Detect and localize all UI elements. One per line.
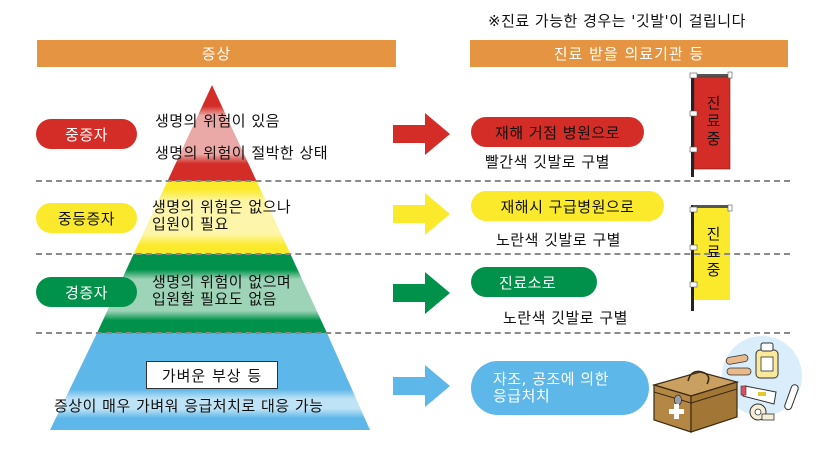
symptom-text: 생명의 위험이 없으며 [152,273,292,291]
destination-minor-line: 응급처치 [493,387,551,405]
destination-severe: 재해 거점 병원으로 [471,117,644,147]
destination-mild: 진료소로 [471,267,597,297]
yellow-flag-text: 진료중 [704,226,722,280]
divider [36,332,790,334]
header-symptoms: 증상 [37,40,396,67]
arrow-moderate-icon [393,193,450,235]
flag-note-moderate: 노란색 깃발로 구별 [496,231,621,249]
red-flag-text: 진료중 [704,95,722,149]
red-flag-icon [689,71,733,177]
header-facility: 진료 받을 의료기관 등 [470,40,788,67]
level-label-mild: 경증자 [36,277,137,307]
destination-minor: 자조, 공조에 의한 응급처치 [471,361,649,415]
divider [36,253,790,255]
symptom-text: 증상이 매우 가벼워 응급처치로 대응 가능 [54,397,324,415]
pyramid-band-mild [97,254,327,333]
flag-note-severe: 빨간색 깃발로 구별 [485,153,610,171]
pyramid-band-moderate [133,181,291,254]
arrow-severe-icon [393,113,450,155]
symptom-text: 생명의 위험은 없으나 [152,198,292,216]
level-label-severe: 중증자 [36,119,137,149]
destination-moderate: 재해시 구급병원으로 [471,191,664,221]
symptom-text: 입원할 필요도 없음 [152,290,277,308]
symptom-text: 입원이 필요 [152,215,229,233]
flag-note-header: ※진료 가능한 경우는 '깃발'이 걸립니다 [488,12,746,30]
pyramid-band-severe [167,85,257,181]
arrow-mild-icon [393,272,450,314]
level-label-minor: 가벼운 부상 등 [146,361,278,389]
symptom-text: 생명의 위험이 있음 [155,112,280,130]
first-aid-kit-icon [651,336,802,433]
level-label-moderate: 중등증자 [36,203,137,233]
divider [36,180,790,182]
destination-minor-line: 자조, 공조에 의한 [493,370,609,388]
flag-note-mild: 노란색 깃발로 구별 [503,309,628,327]
symptom-text: 생명의 위험이 절박한 상태 [155,144,329,162]
arrow-minor-icon [393,365,450,407]
